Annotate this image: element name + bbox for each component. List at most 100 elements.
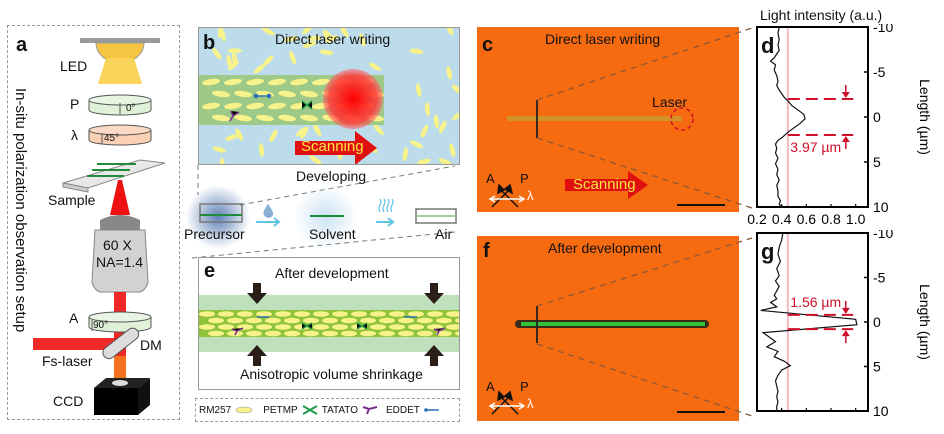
- step-air: Air: [435, 226, 453, 242]
- step-solvent: Solvent: [309, 226, 356, 242]
- waveplate-angle: 45°: [104, 133, 120, 144]
- rm257-molecule: [409, 48, 424, 54]
- rm257-molecule: [278, 114, 296, 122]
- rm257-molecule: [261, 28, 275, 36]
- rm257-molecule: [228, 60, 240, 71]
- rm257-molecule: [268, 102, 286, 110]
- rm257-molecule: [322, 330, 338, 337]
- rm257-molecule: [389, 311, 405, 317]
- rm257-molecule: [294, 311, 310, 317]
- rm257-molecule: [300, 90, 318, 98]
- rm257-molecule: [446, 311, 459, 317]
- rm257-molecule: [219, 157, 226, 164]
- tatato-molecule-icon: [229, 110, 240, 122]
- zoom-guide-lower: [191, 231, 456, 259]
- rm257-molecule: [417, 317, 433, 324]
- rm257-molecule: [408, 311, 424, 317]
- panel-f-title: After development: [548, 240, 662, 256]
- rm257-molecule: [373, 124, 384, 136]
- rm257-molecule: [323, 30, 331, 44]
- eddet-molecule-icon: [253, 93, 272, 99]
- rm257-molecule: [284, 317, 300, 324]
- y-tick-label: 10: [873, 403, 889, 419]
- rm257-molecule: [302, 28, 313, 35]
- rm257-molecule: [410, 140, 424, 149]
- rm257-molecule: [217, 28, 224, 38]
- sample-label: Sample: [48, 192, 96, 208]
- panel-c-scanning-label: Scanning: [573, 176, 636, 193]
- rm257-molecule: [199, 324, 215, 330]
- air-film-icon: [415, 208, 457, 224]
- rm257-molecule: [302, 41, 317, 48]
- waveplate-axis-icon: [488, 195, 526, 203]
- rm257-molecule: [438, 158, 452, 164]
- rm257-molecule: [212, 146, 227, 153]
- x-tick-label: 1.0: [846, 211, 866, 227]
- y-axis-label: Length (µm): [917, 79, 933, 155]
- x-tick-label: 0.8: [821, 211, 841, 227]
- solvent-drop-icon: [263, 204, 274, 218]
- rm257-molecule: [322, 317, 338, 324]
- rm257-molecule: [258, 143, 265, 157]
- precursor-glow: [186, 185, 250, 249]
- rm257-molecule: [417, 158, 431, 164]
- ccd-beam: [114, 356, 126, 381]
- polarization-axes-icon: [491, 390, 519, 415]
- panel-e-label: e: [204, 260, 216, 282]
- rm257-molecule: [269, 129, 278, 143]
- panel-b-title: Direct laser writing: [275, 31, 391, 47]
- rm257-molecule: [303, 330, 319, 337]
- rm257-molecule: [351, 311, 367, 317]
- precursor-film-icon: [199, 203, 243, 223]
- rm257-molecule: [449, 143, 456, 158]
- rm257-molecule: [235, 128, 244, 142]
- ccd-camera-icon: [94, 378, 150, 415]
- rm257-molecule: [234, 114, 252, 122]
- x-tick-label: 0.4: [772, 211, 792, 227]
- rm257-molecule: [234, 90, 252, 98]
- rm257-molecule: [246, 317, 262, 324]
- panel-c-label: c: [482, 34, 494, 56]
- y-axis-label: Length (µm): [917, 284, 933, 360]
- rm257-molecule: [398, 317, 414, 324]
- rm257-molecule: [246, 330, 262, 337]
- panel-b-label: b: [203, 32, 216, 54]
- led-label: LED: [60, 58, 88, 74]
- rm257-molecule: [224, 78, 242, 86]
- rm257-molecule: [417, 330, 433, 337]
- rm257-molecule: [319, 49, 334, 56]
- rm257-molecule: [227, 317, 243, 324]
- rm257-molecule: [253, 64, 266, 74]
- eddet-icon: [424, 408, 439, 412]
- panel-a-title: In-situ polarization observation setup: [12, 88, 29, 333]
- rm257-molecule: [341, 317, 357, 324]
- rm257-molecule: [199, 311, 215, 317]
- rm257-molecule: [439, 120, 447, 134]
- rm257-molecule: [455, 331, 459, 336]
- rm257-molecule: [265, 330, 281, 337]
- rm257-molecule: [427, 311, 443, 317]
- rm257-molecule: [359, 33, 366, 47]
- y-tick-label: -10: [873, 230, 893, 241]
- rm257-molecule: [307, 35, 322, 41]
- arrow-right-icon: [256, 217, 281, 227]
- rm257-molecule: [227, 48, 242, 54]
- pol-lambda-label: λ: [527, 396, 534, 411]
- petmp-icon: [302, 405, 318, 415]
- rm257-molecule: [218, 324, 234, 330]
- legend-petmp-label: PETMP: [263, 404, 298, 416]
- rm257-molecule: [332, 324, 348, 330]
- rm257-molecule: [202, 78, 220, 86]
- rm257-molecule: [420, 124, 429, 138]
- focused-beam: [110, 180, 130, 215]
- rm257-molecule: [313, 324, 329, 330]
- rm257-molecule: [263, 55, 274, 67]
- evaporation-icon: [378, 198, 394, 213]
- petmp-molecule-icon: [301, 322, 368, 330]
- panel-e-caption: Anisotropic volume shrinkage: [240, 366, 423, 382]
- rm257-molecule: [268, 78, 286, 86]
- laser-label: Laser: [652, 94, 688, 110]
- compression-arrows: [247, 283, 444, 366]
- arrow-down-icon: [841, 92, 850, 98]
- zoom-guide-upper: [239, 165, 456, 206]
